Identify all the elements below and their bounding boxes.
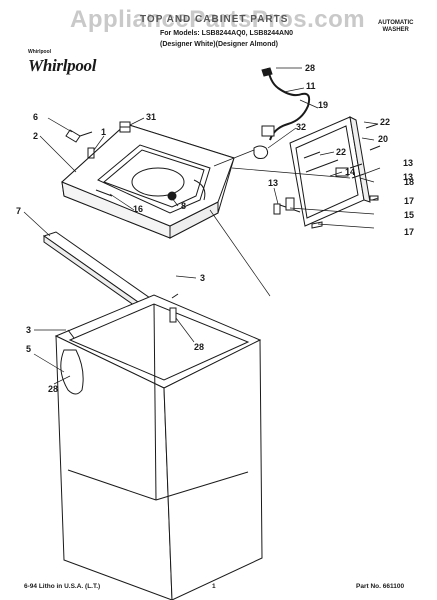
brand-caption: Whirlpool [28, 49, 52, 55]
callout-1: 1 [101, 127, 107, 137]
model-numbers: For Models: LSB8244AQ0, LSB8244AN0 [160, 30, 294, 37]
front-trim [42, 231, 152, 309]
appliance-type-badge: AUTOMATIC WASHER [378, 20, 413, 34]
callout-32: 32 [296, 122, 307, 132]
callout-14: 14 [345, 167, 356, 177]
callout-17-lower: 17 [404, 227, 415, 237]
callout-16: 16 [133, 204, 144, 214]
callout-15: 15 [404, 210, 415, 220]
callout-31: 31 [146, 112, 157, 122]
callout-13-console: 13 [268, 178, 279, 188]
callout-2: 2 [33, 131, 39, 141]
callout-11: 11 [306, 81, 316, 91]
callout-7: 7 [16, 206, 22, 216]
callout-13-right: 13 [403, 158, 414, 168]
callout-5: 5 [26, 344, 32, 354]
badge-line-2: WASHER [382, 27, 409, 33]
callout-8: 8 [181, 201, 187, 211]
callout-13-right-lower: 13 [403, 172, 414, 182]
callout-3-upper: 3 [200, 273, 206, 283]
callout-18: 18 [404, 177, 415, 187]
callout-17-upper: 17 [404, 196, 415, 206]
top-hardware [65, 121, 381, 229]
callout-28-cabinet: 28 [194, 342, 205, 352]
callout-20: 20 [378, 134, 389, 144]
watermark-text: AppliancePartsPros.com [70, 6, 366, 33]
callout-3-lower: 3 [26, 325, 32, 335]
callout-19: 19 [318, 100, 329, 110]
badge-line-1: AUTOMATIC [378, 20, 414, 26]
footer-litho: 6-94 Litho in U.S.A. (L.T.) [24, 583, 101, 590]
footer-part-number: Part No. 661100 [356, 583, 405, 590]
callout-28-side: 28 [48, 384, 59, 394]
callout-22-lower: 22 [336, 147, 347, 157]
footer-page-number: 1 [212, 583, 216, 590]
callout-22-upper: 22 [380, 117, 391, 127]
callout-6: 6 [33, 112, 39, 122]
brand-logo: Whirlpool [28, 56, 97, 75]
diagram-title: TOP AND CABINET PARTS [140, 14, 289, 25]
callout-28-top: 28 [305, 63, 316, 73]
control-console [279, 116, 371, 227]
wire-harness [253, 67, 311, 159]
leader-lines [23, 67, 381, 385]
designer-colors: (Designer White)(Designer Almond) [160, 41, 278, 48]
top-panel [61, 123, 235, 239]
cabinet [54, 293, 263, 600]
